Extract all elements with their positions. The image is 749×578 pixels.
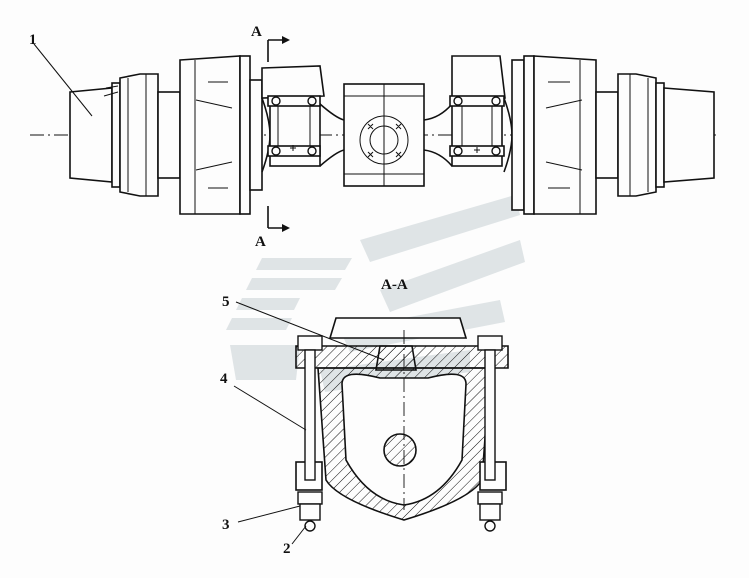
section-view-aa xyxy=(295,317,509,532)
shaft xyxy=(383,433,417,467)
left-brake-housing xyxy=(179,55,263,215)
section-mark-top: A xyxy=(251,24,262,40)
section-mark-bottom: A xyxy=(255,234,266,250)
leader-lines xyxy=(33,43,385,545)
right-bolt xyxy=(477,335,503,532)
right-yoke xyxy=(423,55,513,173)
callout-1: 1 xyxy=(29,32,37,48)
center-body xyxy=(343,83,425,187)
section-cut-marks xyxy=(267,36,290,232)
left-bolt xyxy=(297,335,323,532)
right-brake-housing xyxy=(511,55,597,215)
callout-4: 4 xyxy=(220,371,228,387)
callout-2: 2 xyxy=(283,541,291,557)
frame-member xyxy=(328,317,468,339)
callout-5: 5 xyxy=(222,294,230,310)
callout-3: 3 xyxy=(222,517,230,533)
centre-block xyxy=(375,345,417,371)
right-hub xyxy=(595,73,715,197)
left-hub xyxy=(69,73,181,197)
section-title: A-A xyxy=(381,277,408,293)
left-yoke xyxy=(261,65,345,173)
axle-top-view xyxy=(30,36,720,232)
